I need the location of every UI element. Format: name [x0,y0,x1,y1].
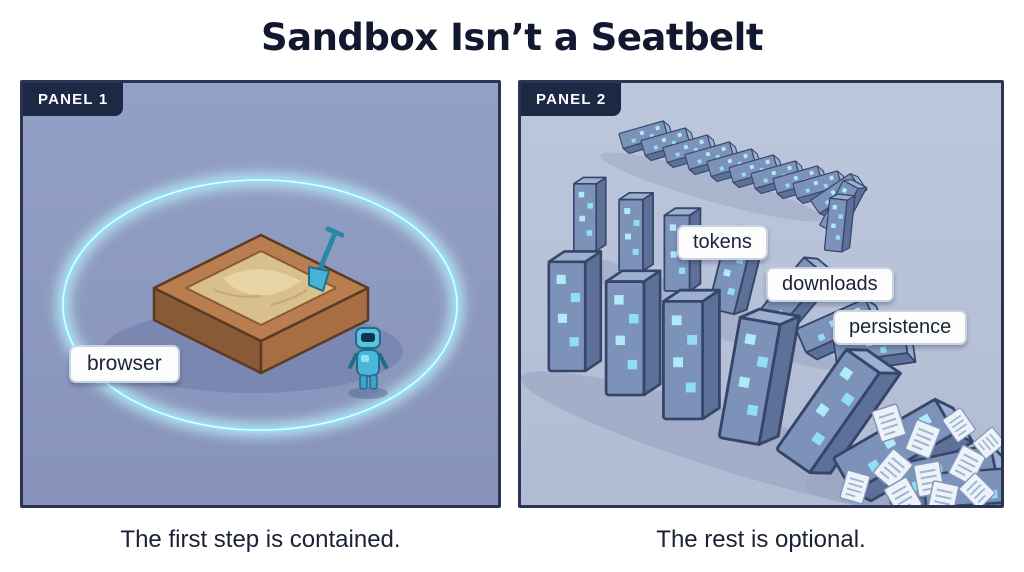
browser-label: browser [69,345,180,383]
domino-illustration [521,119,1001,505]
sandbox-illustration [56,173,464,437]
panel-1-caption: The first step is contained. [120,526,401,553]
panel-1-badge: PANEL 1 [23,83,124,116]
tokens-label: tokens [677,225,768,260]
domino [618,191,654,272]
domino [547,250,603,373]
shovel-icon [308,226,345,292]
downloads-label: downloads [766,267,894,302]
panel-2: PANEL 2 [518,80,1004,508]
domino [604,269,662,397]
persistence-label: persistence [833,310,968,345]
comic-title: Sandbox Isn’t a Seatbelt [260,16,764,59]
domino [662,288,721,421]
domino [572,176,607,252]
containment-ring-icon [56,173,464,437]
sandbox-icon [152,233,370,375]
panel-2-badge: PANEL 2 [521,83,622,116]
robot-icon [348,327,388,399]
panel-1: PANEL 1 [20,80,501,508]
domino [823,192,856,254]
panel-2-caption: The rest is optional. [656,526,866,553]
